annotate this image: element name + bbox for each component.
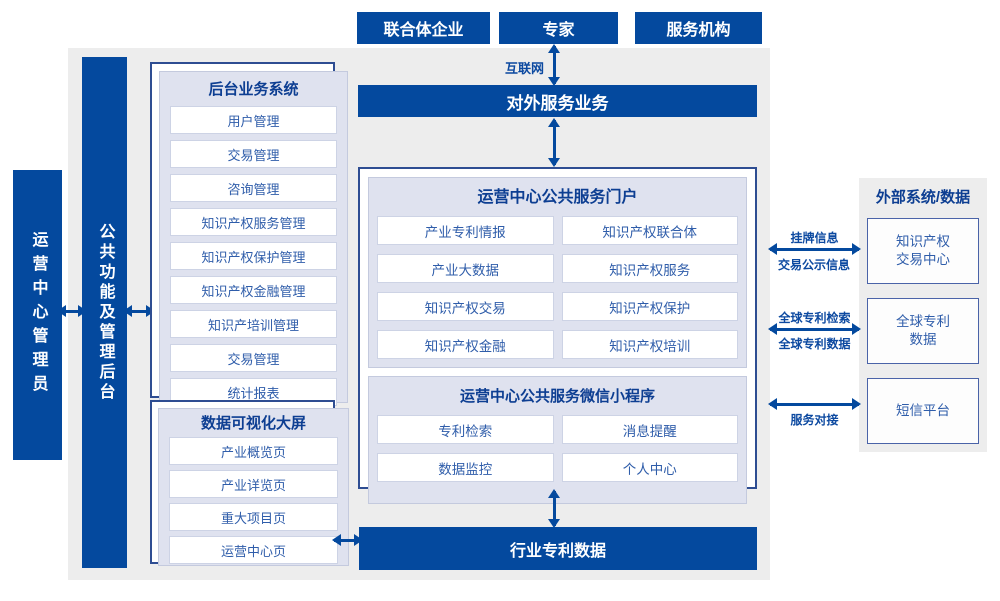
miniprogram-item: 消息提醒 [561, 415, 738, 444]
trade-publicity-label: 交易公示信息 [777, 258, 850, 272]
backend-item: 交易管理 [170, 344, 337, 372]
backend-item: 知识产培训管理 [170, 310, 337, 338]
backend-item: 知识产权金融管理 [170, 276, 337, 304]
miniprogram-group: 运营中心公共服务微信小程序 专利检索 消息提醒 数据监控 个人中心 [368, 376, 747, 504]
backend-item: 知识产权保护管理 [170, 242, 337, 270]
miniprogram-item: 个人中心 [561, 453, 738, 482]
backend-system-panel: 后台业务系统 用户管理 交易管理 咨询管理 知识产权服务管理 知识产权保护管理 … [150, 62, 348, 406]
miniprogram-item: 专利检索 [377, 415, 554, 444]
portal-item: 知识产权保护 [561, 292, 738, 321]
backend-item: 交易管理 [170, 140, 337, 168]
global-patent-data-label: 全球专利数据 [778, 337, 851, 351]
portal-item: 知识产权交易 [377, 292, 554, 321]
external-systems-title: 外部系统/数据 [875, 189, 971, 206]
internet-label: 互联网 [504, 61, 544, 76]
arrow-global-patent [768, 323, 861, 335]
actor-consortium-enterprise: 联合体企业 [357, 12, 490, 44]
arrow-publicfunctions-to-backend [123, 305, 155, 317]
portal-item: 产业大数据 [377, 254, 554, 283]
arrow-service-connect [768, 398, 861, 410]
backend-system-group: 后台业务系统 用户管理 交易管理 咨询管理 知识产权服务管理 知识产权保护管理 … [159, 71, 348, 406]
portal-item: 知识产权培训 [561, 330, 738, 359]
portal-grid: 产业专利情报 知识产权联合体 产业大数据 知识产权服务 知识产权交易 知识产权保… [377, 216, 738, 359]
arrow-external-to-portal [548, 118, 560, 167]
portal-item: 产业专利情报 [377, 216, 554, 245]
dashboard-item: 运营中心页 [169, 536, 338, 564]
public-functions-bar: 公共功能及管理后台 [82, 57, 127, 568]
listing-info-label: 挂牌信息 [790, 231, 839, 245]
external-system-sms-platform: 短信平台 [867, 378, 979, 444]
external-system-global-patent-data: 全球专利数据 [867, 298, 979, 364]
arrow-dashboard-to-patentdata [332, 534, 363, 546]
portal-title: 运营中心公共服务门户 [477, 189, 638, 206]
backend-system-list: 用户管理 交易管理 咨询管理 知识产权服务管理 知识产权保护管理 知识产权金融管… [170, 106, 337, 406]
miniprogram-title: 运营中心公共服务微信小程序 [459, 388, 655, 405]
backend-system-title: 后台业务系统 [208, 81, 299, 98]
miniprogram-item: 数据监控 [377, 453, 554, 482]
dashboard-panel: 数据可视化大屏 产业概览页 产业详览页 重大项目页 运营中心页 [150, 400, 349, 566]
miniprogram-grid: 专利检索 消息提醒 数据监控 个人中心 [377, 415, 738, 482]
external-service-bar: 对外服务业务 [358, 85, 757, 117]
backend-item: 知识产权服务管理 [170, 208, 337, 236]
dashboard-item: 产业概览页 [169, 437, 338, 465]
dashboard-list: 产业概览页 产业详览页 重大项目页 运营中心页 [169, 437, 338, 564]
external-systems-panel: 外部系统/数据 知识产权交易中心 全球专利数据 短信平台 [859, 178, 987, 452]
backend-item: 用户管理 [170, 106, 337, 134]
backend-item: 咨询管理 [170, 174, 337, 202]
service-connect-label: 服务对接 [790, 413, 839, 427]
arrow-listing-info [768, 243, 861, 255]
arrow-internet [548, 44, 560, 86]
external-systems-list: 知识产权交易中心 全球专利数据 短信平台 [867, 218, 979, 444]
portal-item: 知识产权联合体 [561, 216, 738, 245]
portal-group: 运营中心公共服务门户 产业专利情报 知识产权联合体 产业大数据 知识产权服务 知… [368, 177, 747, 368]
arrow-portal-to-patentdata [548, 489, 560, 528]
portal-item: 知识产权金融 [377, 330, 554, 359]
global-patent-search-label: 全球专利检索 [778, 311, 851, 325]
actor-service-agency: 服务机构 [635, 12, 762, 44]
dashboard-title: 数据可视化大屏 [200, 415, 306, 432]
center-panel: 运营中心公共服务门户 产业专利情报 知识产权联合体 产业大数据 知识产权服务 知… [358, 167, 757, 504]
operations-admin-bar: 运营中心管理员 [13, 170, 62, 460]
external-system-ip-trading-center: 知识产权交易中心 [867, 218, 979, 284]
dashboard-item: 产业详览页 [169, 470, 338, 498]
dashboard-group: 数据可视化大屏 产业概览页 产业详览页 重大项目页 运营中心页 [158, 408, 349, 566]
industry-patent-data-bar: 行业专利数据 [359, 527, 757, 570]
portal-item: 知识产权服务 [561, 254, 738, 283]
dashboard-item: 重大项目页 [169, 503, 338, 531]
actor-expert: 专家 [499, 12, 618, 44]
